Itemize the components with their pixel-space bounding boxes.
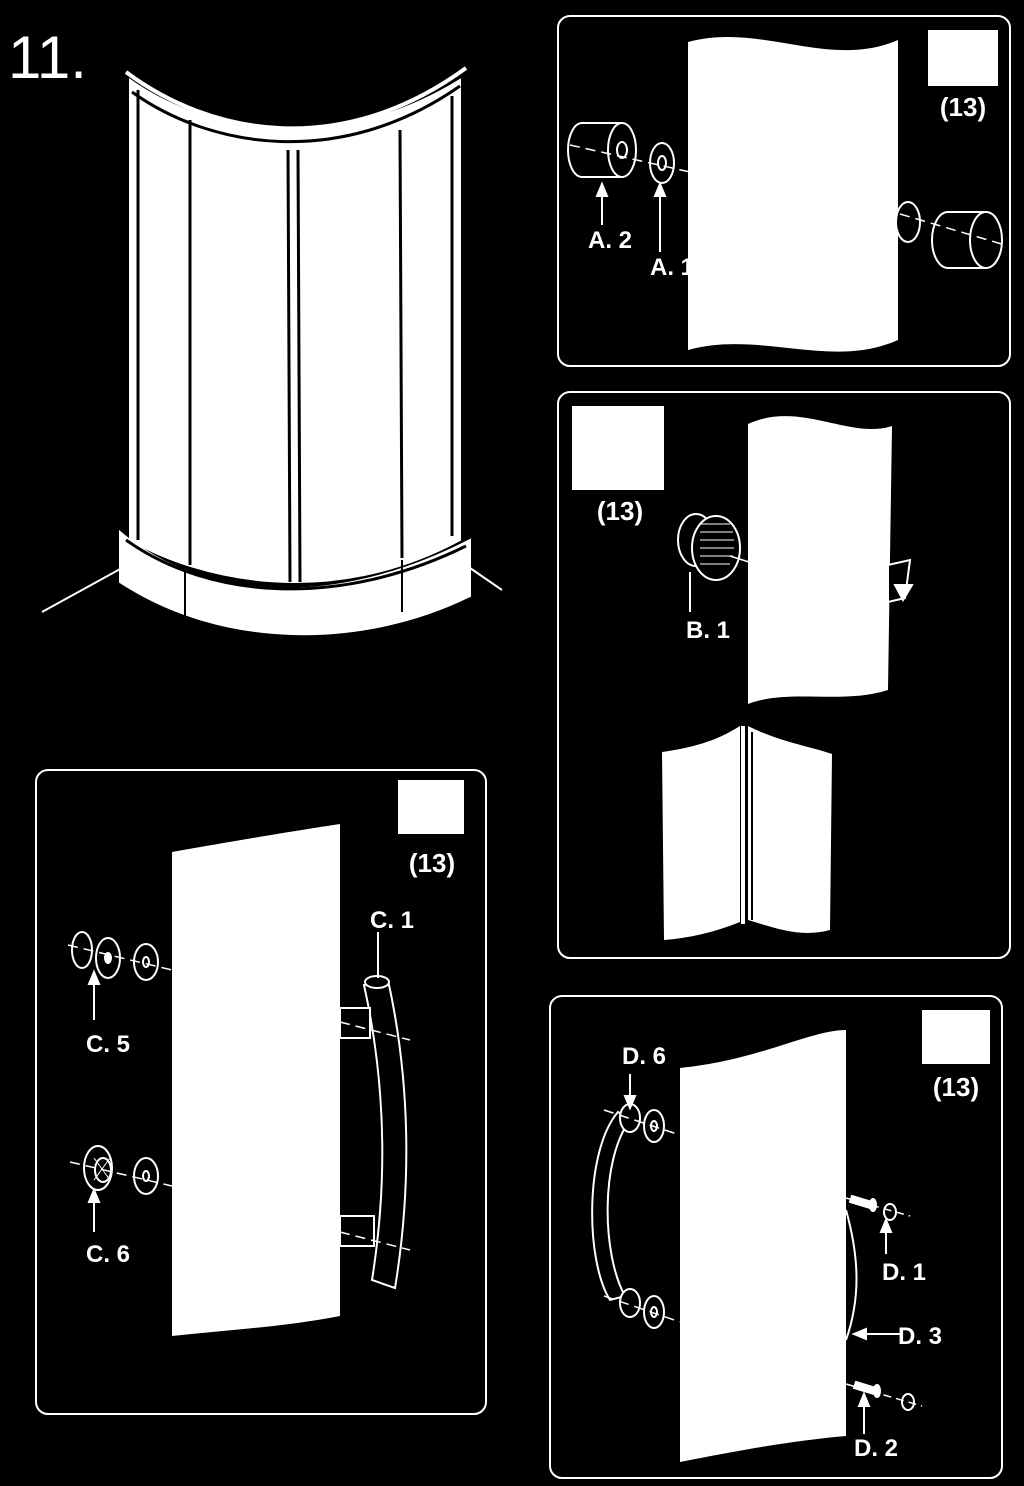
panel-a-glass — [688, 36, 898, 352]
shower-enclosure-illustration — [41, 66, 503, 636]
screw-d1-icon — [848, 1194, 897, 1221]
panel-c-qty: (13) — [409, 848, 455, 878]
label-c6: C. 6 — [86, 1241, 130, 1268]
washer-c5-icon — [133, 943, 159, 981]
panel-d-qty-box — [922, 1010, 990, 1064]
label-b1: B. 1 — [686, 617, 730, 644]
panel-a-qty: (13) — [940, 92, 986, 122]
label-c1: C. 1 — [370, 907, 414, 934]
panel-a: (13) — [557, 15, 1011, 367]
label-a2: A. 2 — [588, 227, 632, 254]
panel-d-qty: (13) — [933, 1072, 979, 1102]
washer-c6-icon — [133, 1157, 159, 1195]
label-d1: D. 1 — [882, 1259, 926, 1286]
corner-profile-illustration — [662, 726, 832, 940]
step-number: 11. — [8, 24, 87, 91]
insert-b1-icon — [677, 513, 741, 581]
bar-d3-icon — [845, 1209, 858, 1341]
panel-c: (13) — [35, 769, 487, 1415]
panel-d-glass — [680, 1030, 846, 1462]
washer-a1-icon — [649, 142, 675, 184]
panel-b: (13) B. 1 — [557, 391, 1011, 959]
panel-c-qty-box — [398, 780, 464, 834]
label-a1: A. 1 — [650, 254, 694, 281]
panel-b-glass — [748, 416, 892, 704]
label-d3: D. 3 — [898, 1323, 942, 1350]
label-c5: C. 5 — [86, 1031, 130, 1058]
screw-d2-icon — [852, 1380, 915, 1411]
panel-b-qty: (13) — [597, 496, 643, 526]
panel-b-qty-box — [572, 406, 664, 490]
panel-a-qty-box — [928, 30, 998, 86]
knob-a2-icon — [567, 122, 637, 178]
panel-c-frame — [35, 769, 487, 1415]
handle-d6-icon — [591, 1103, 641, 1318]
label-d6: D. 6 — [622, 1043, 666, 1070]
washers-d-icon — [643, 1109, 665, 1329]
panel-b-frame — [557, 391, 1011, 959]
panel-d: (13) — [549, 995, 1003, 1479]
rosette-c6-icon — [83, 1145, 113, 1191]
panel-d-frame — [549, 995, 1003, 1479]
knob-far-side-icon — [895, 201, 1003, 269]
panel-a-frame — [557, 15, 1011, 367]
label-d2: D. 2 — [854, 1435, 898, 1462]
side-fitting-icon — [887, 558, 914, 604]
knob-c5-icon — [71, 931, 121, 979]
panel-c-glass — [172, 824, 340, 1336]
